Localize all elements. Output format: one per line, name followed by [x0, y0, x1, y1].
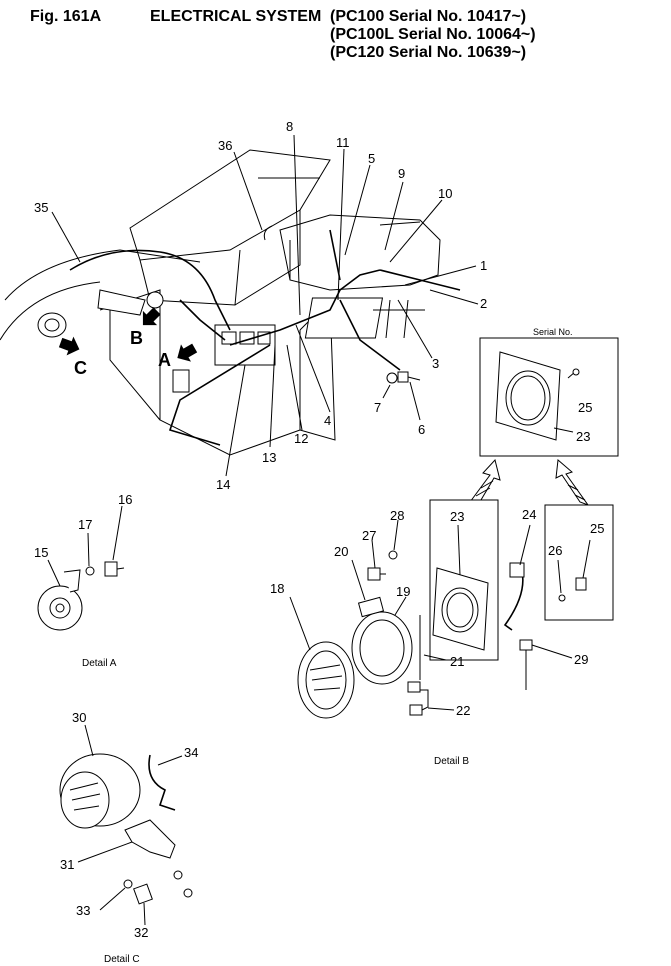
serial-line-3: (PC120 Serial No. 10639~)	[330, 44, 527, 61]
detail-a-callout-17: 17	[78, 517, 92, 532]
callout-4: 4	[324, 413, 331, 428]
serial-line-2: (PC100L Serial No. 10064~)	[330, 26, 536, 43]
callout-13: 13	[262, 450, 276, 465]
callout-8: 8	[286, 119, 293, 134]
detail-c-callout-31: 31	[60, 857, 74, 872]
callout-6: 6	[418, 422, 425, 437]
serial-box-caption: Serial No.	[533, 327, 573, 337]
callout-3: 3	[432, 356, 439, 371]
main-callouts: 1 2 3 4 5 6 7 8 9 10 11 12 13 14 35 36	[34, 119, 487, 492]
hatched-arrows	[469, 458, 590, 507]
detail-b-callout-29: 29	[574, 652, 588, 667]
detail-b-callout-23: 23	[450, 509, 464, 524]
figure-title: ELECTRICAL SYSTEM	[150, 8, 322, 25]
callout-35: 35	[34, 200, 48, 215]
detail-b-callout-24: 24	[522, 507, 536, 522]
callout-5: 5	[368, 151, 375, 166]
callout-9: 9	[398, 166, 405, 181]
detail-b-callout-26: 26	[548, 543, 562, 558]
detail-b-callout-19: 19	[396, 584, 410, 599]
detail-a-callout-15: 15	[34, 545, 48, 560]
detail-b-callout-28: 28	[390, 508, 404, 523]
bolt-washer-6-7	[386, 371, 421, 384]
detail-a-horn: 15 16 17	[34, 492, 132, 631]
horn-and-lamp-main	[37, 289, 164, 338]
detail-b-callout-21: 21	[450, 654, 464, 669]
callout-1: 1	[480, 258, 487, 273]
detail-c-callout-33: 33	[76, 903, 90, 918]
detail-c-lamp: 30 31 32 33 34	[59, 710, 198, 940]
detail-b-callout-25: 25	[590, 521, 604, 536]
callout-7: 7	[374, 400, 381, 415]
arrow-label-a: A	[158, 350, 171, 370]
view-arrows: A B C	[58, 307, 198, 378]
detail-c-callout-34: 34	[184, 745, 198, 760]
callout-10: 10	[438, 186, 452, 201]
callout-12: 12	[294, 431, 308, 446]
detail-c-callout-32: 32	[134, 925, 148, 940]
detail-b-callout-27: 27	[362, 528, 376, 543]
detail-a-callout-16: 16	[118, 492, 132, 507]
callout-36: 36	[218, 138, 232, 153]
detail-c-callout-30: 30	[72, 710, 86, 725]
serial-box-callout-25: 25	[578, 400, 592, 415]
figure-label: Fig. 161A	[30, 8, 102, 25]
serial-line-1: (PC100 Serial No. 10417~)	[330, 8, 527, 25]
serial-box-callout-23: 23	[576, 429, 590, 444]
detail-b-callout-18: 18	[270, 581, 284, 596]
serial-number-box: Serial No. 25 23	[479, 327, 619, 457]
detail-c-caption: Detail C	[104, 954, 140, 965]
detail-a-caption: Detail A	[82, 658, 117, 669]
detail-b-callout-22: 22	[456, 703, 470, 718]
machine-frame	[0, 149, 441, 456]
callout-14: 14	[216, 477, 230, 492]
arrow-label-b: B	[130, 328, 143, 348]
callout-11: 11	[336, 135, 350, 150]
detail-b-caption: Detail B	[434, 756, 469, 767]
detail-b-lamp: 18 19 20 21 22 23 24 25 26 27 28 29	[270, 499, 614, 719]
arrow-label-c: C	[74, 358, 87, 378]
wiring-harness	[69, 225, 461, 446]
detail-b-callout-20: 20	[334, 544, 348, 559]
callout-2: 2	[480, 296, 487, 311]
